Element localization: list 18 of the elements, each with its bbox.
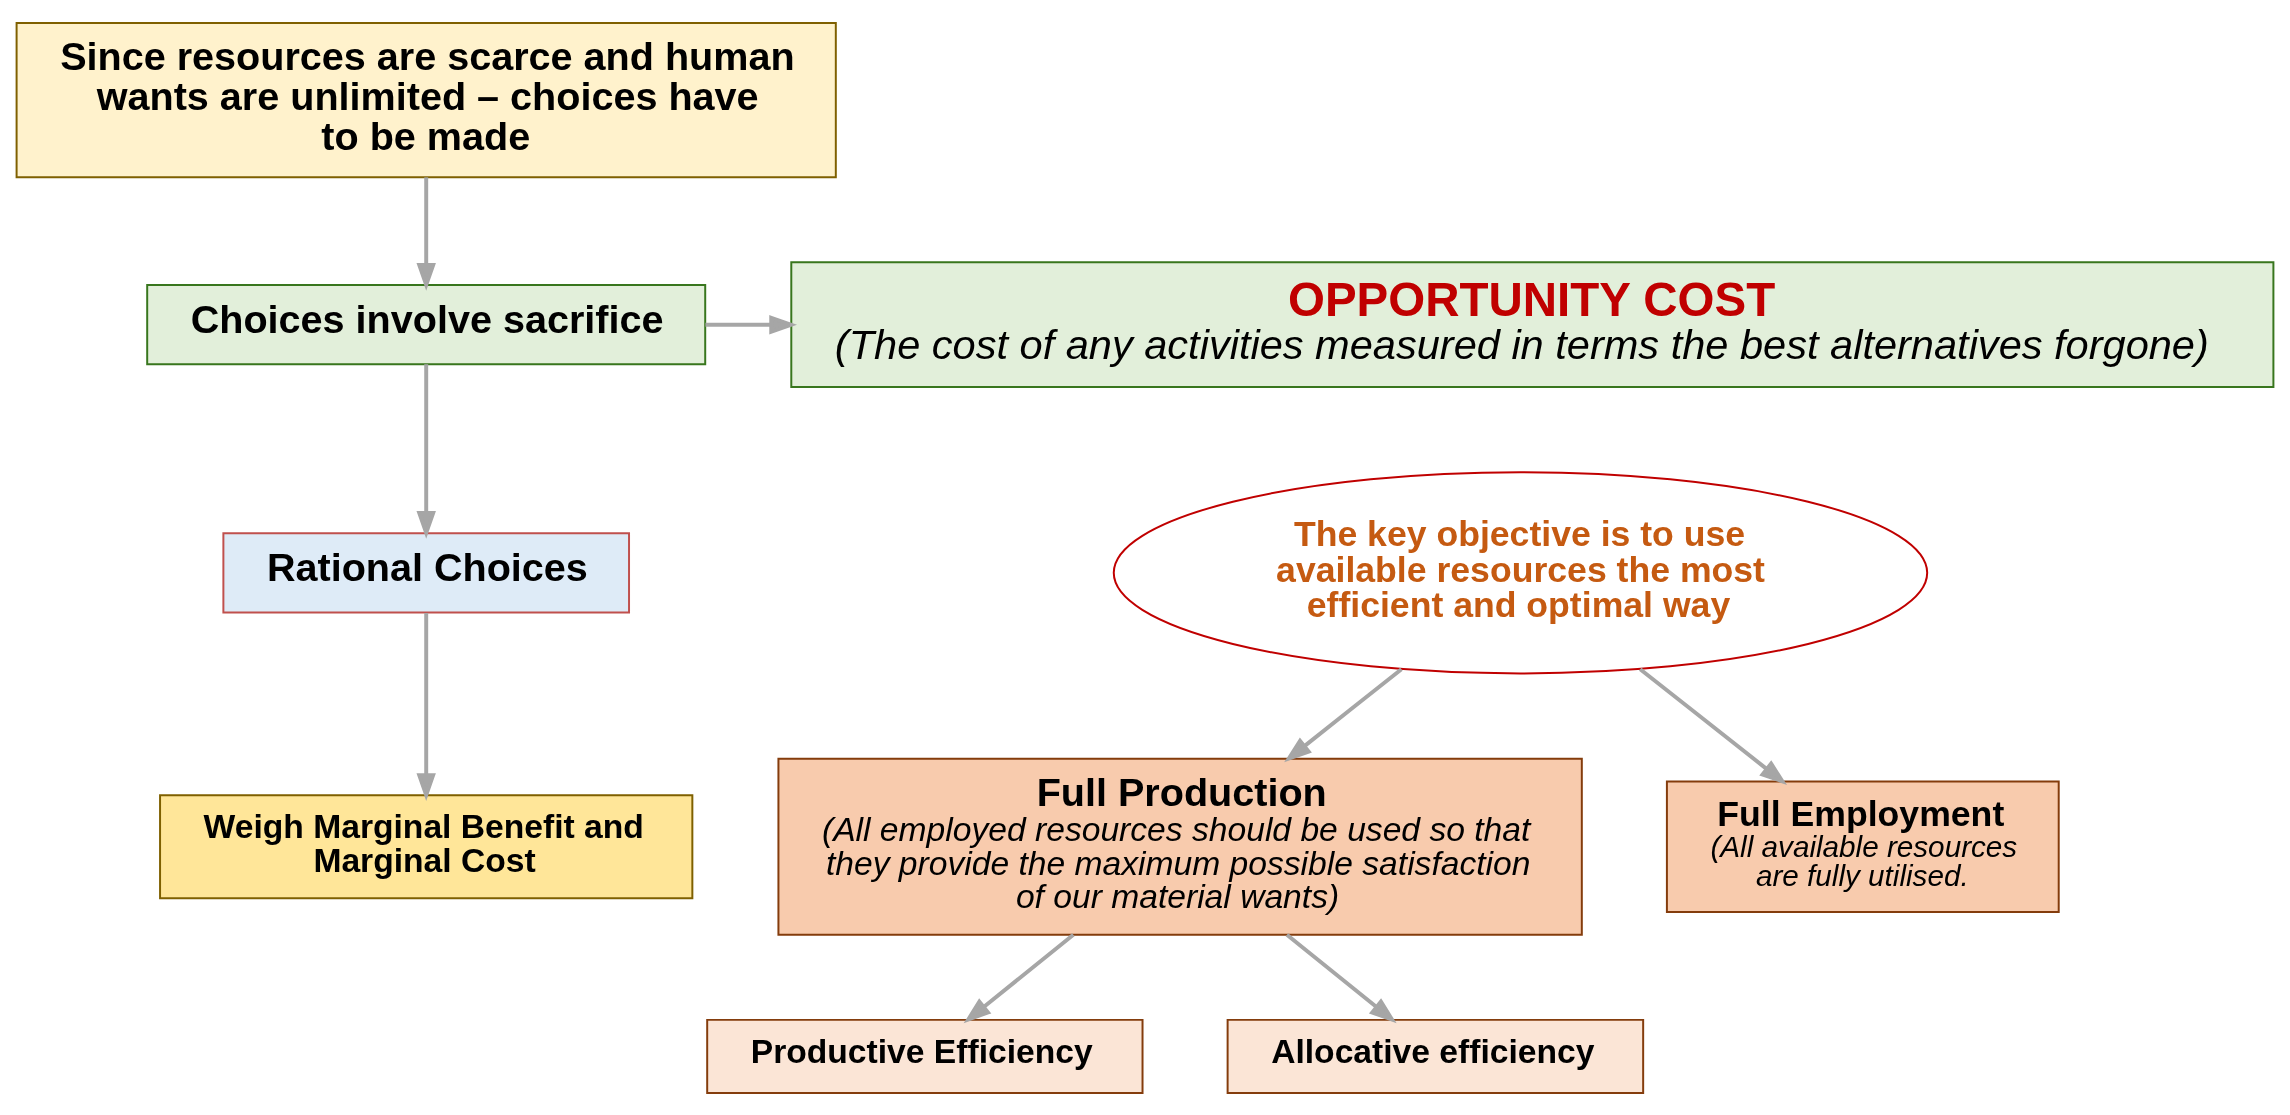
- node-box: Productive Efficiency: [706, 1018, 1144, 1094]
- node-ellipse: The key objective is to use available resources the most efficient and optimal way: [1112, 470, 1929, 674]
- arrow: [416, 612, 436, 801]
- node-box: OPPORTUNITY COST (The cost of any activities measured in terms the best alternatives forgone): [790, 260, 2275, 388]
- arrow: [416, 363, 436, 539]
- node-box: Weigh Marginal Benefit and Marginal Cost: [159, 793, 694, 899]
- node-box: Full Employment (All available resources are fully utilised.: [1665, 779, 2060, 913]
- arrow: [1284, 667, 1403, 762]
- node-box: Full Production (All employed resources should be used so that they provide the maximum possible satisfaction of our material wants): [777, 757, 1583, 936]
- arrow: [963, 932, 1075, 1023]
- arrow: [705, 314, 797, 334]
- arrow: [1639, 667, 1788, 785]
- arrow: [1285, 932, 1397, 1023]
- node-box: Choices involve sacrifice: [146, 283, 707, 365]
- node-box: Rational Choices: [222, 531, 630, 613]
- arrow: [416, 176, 436, 291]
- node-box: Allocative efficiency: [1226, 1018, 1645, 1094]
- node-box: Since resources are scarce and human wants are unlimited – choices have to be made: [15, 21, 837, 178]
